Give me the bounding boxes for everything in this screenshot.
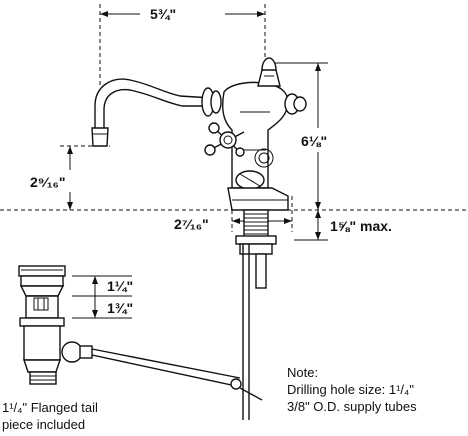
deck-thickness-dimension: 1⅝" max. xyxy=(294,210,392,241)
tailpiece-line1: 1¹/₄" Flanged tail xyxy=(2,400,98,415)
base-diameter-label: 2⁷⁄₁₆" xyxy=(174,216,209,232)
tail-lower-label: 1¾" xyxy=(107,300,133,316)
tailpiece-dimension: 1¼" 1¾" xyxy=(72,275,133,319)
supply-tube xyxy=(242,244,250,420)
deck-thickness-label: 1⅝" max. xyxy=(330,218,392,234)
note-block: Note: Drilling hole size: 1¹/₄" 3/8" O.D… xyxy=(287,364,417,415)
spout-clearance-dimension: 2⁹⁄₁₆" xyxy=(30,145,110,210)
drain-assembly xyxy=(18,265,263,401)
spout-clearance-label: 2⁹⁄₁₆" xyxy=(30,174,66,190)
tailpiece-note: 1¹/₄" Flanged tail piece included xyxy=(2,399,98,433)
height-label: 6⅛" xyxy=(301,133,327,149)
faucet-spout xyxy=(91,78,213,147)
height-dimension: 6⅛" xyxy=(272,62,328,210)
tailpiece-line2: piece included xyxy=(2,417,86,432)
note-title: Note: xyxy=(287,365,319,380)
faucet-spout-joint xyxy=(201,87,222,117)
note-drilling-hole: Drilling hole size: 1¹/₄" xyxy=(287,382,414,397)
faucet-base xyxy=(227,187,289,211)
spread-label: 5¾" xyxy=(150,6,176,22)
faucet-finial xyxy=(257,57,281,87)
faucet-lower-handle xyxy=(235,170,265,190)
base-diameter-dimension: 2⁷⁄₁₆" xyxy=(174,196,293,232)
faucet-cross-handle xyxy=(204,122,245,157)
mounting-shank xyxy=(235,209,277,289)
spread-dimension: 5¾" xyxy=(99,4,266,88)
tail-upper-label: 1¼" xyxy=(107,278,133,294)
faucet-side-knob xyxy=(284,93,307,115)
note-supply-tubes: 3/8" O.D. supply tubes xyxy=(287,399,417,414)
